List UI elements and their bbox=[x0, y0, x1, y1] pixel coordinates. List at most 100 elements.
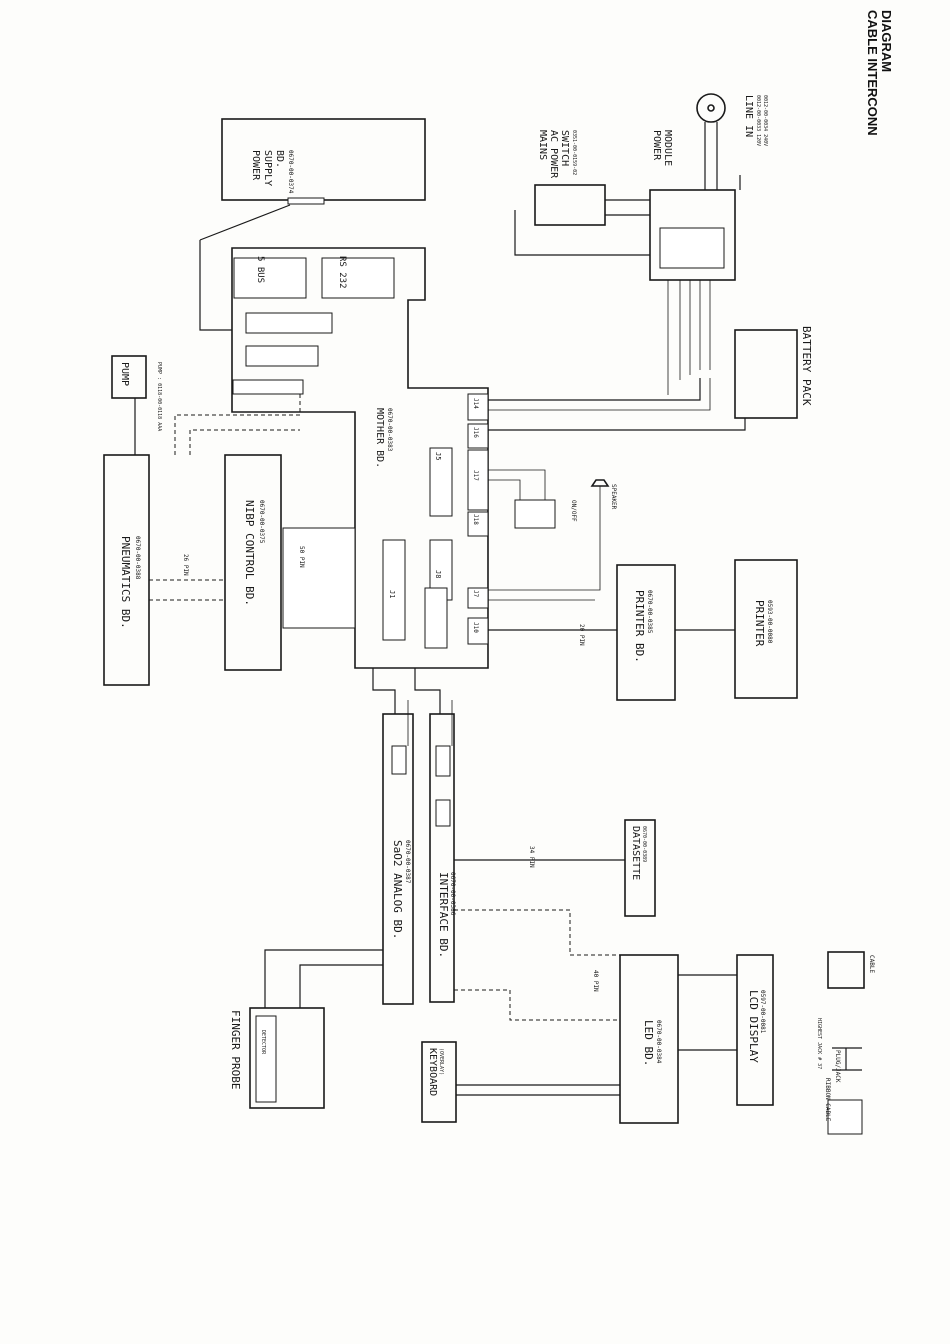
mains-label-3: SWITCH bbox=[559, 130, 570, 166]
line-in-plug bbox=[696, 93, 726, 123]
connector-j11 bbox=[245, 345, 319, 367]
interface-connector-p3 bbox=[435, 799, 451, 827]
led-board bbox=[619, 954, 679, 1124]
speaker-wires bbox=[488, 486, 601, 601]
printer-label: PRINTER bbox=[753, 600, 766, 647]
nibp-label: NIBP CONTROL BD. bbox=[243, 500, 256, 606]
connector-j9 bbox=[424, 587, 448, 649]
j10-label: J10 bbox=[472, 622, 479, 633]
mains-label-1: MAINS bbox=[537, 130, 548, 160]
diagram-title-line2: DIAGRAM bbox=[879, 10, 894, 72]
power-supply-connector bbox=[287, 197, 325, 205]
cable-label-34pin: 34 PIN bbox=[528, 846, 535, 868]
interface-label: INTERFACE BD. bbox=[437, 872, 450, 958]
connector-j2 bbox=[233, 257, 307, 299]
bus-label-2: RS 232 bbox=[337, 256, 347, 289]
lcd-display bbox=[736, 954, 774, 1106]
line-in-plug-pin bbox=[707, 104, 715, 112]
cable-label-26pin: 26 PIN bbox=[182, 554, 189, 576]
mother-board bbox=[231, 247, 489, 669]
speaker-icon bbox=[590, 479, 610, 487]
connector-j6 bbox=[245, 312, 333, 334]
printer-board bbox=[616, 564, 676, 701]
detector-element bbox=[255, 1015, 277, 1103]
line-in-pn1: 0012-00-0033 120V bbox=[755, 95, 761, 146]
nibp-control-board bbox=[224, 454, 282, 671]
sao2-analog-board bbox=[382, 713, 414, 1005]
legend: CABLE PLUG/JACK RIBBON CABLE HIGHEST JAC… bbox=[816, 951, 875, 1135]
led-lcd-cables bbox=[678, 974, 737, 1051]
legend-cable-label: CABLE bbox=[868, 955, 875, 973]
lcd-pn: 0597-00-0081 bbox=[759, 990, 766, 1034]
onoff-label: ON/OFF bbox=[570, 500, 577, 522]
battery-cable-3 bbox=[488, 378, 711, 411]
interface-board bbox=[429, 713, 455, 1003]
bus-label-1: 5 BUS bbox=[255, 256, 265, 283]
cable-label-20pin: 20 PIN bbox=[578, 624, 585, 646]
mains-pn: 0351-00-0159-02 bbox=[571, 130, 577, 175]
keyboard-led-cable bbox=[456, 1084, 620, 1096]
power-module bbox=[649, 189, 736, 281]
power-module-label-2: MODULE bbox=[662, 130, 673, 166]
mother-board-pn: 0670-00-0383 bbox=[386, 408, 393, 452]
power-supply-pn: 0670-00-0374 bbox=[287, 150, 294, 194]
legend-ribbon-symbol bbox=[827, 1099, 863, 1135]
connector-j18 bbox=[467, 511, 489, 537]
j5-label: J5 bbox=[434, 452, 442, 460]
cable-label-50pin: 50 PIN bbox=[298, 546, 305, 568]
power-module-label-1: POWER bbox=[651, 130, 662, 161]
datasette-label: DATASETTE bbox=[630, 826, 641, 880]
legend-cable-symbol bbox=[827, 951, 865, 989]
pneumatics-board bbox=[103, 454, 150, 686]
diagram-title-line1: CABLE INTERCONN bbox=[865, 10, 880, 136]
keyboard-block bbox=[421, 1041, 457, 1123]
led-board-label: LED BD. bbox=[642, 1020, 655, 1066]
j17-label: J17 bbox=[472, 470, 479, 481]
keyboard-label: KEYBOARD bbox=[427, 1048, 438, 1096]
finger-probe-label: FINGER PROBE bbox=[229, 1010, 242, 1089]
interface-connector-p2 bbox=[435, 745, 451, 777]
probe-sao2-cable bbox=[264, 949, 383, 1008]
connector-j1 bbox=[382, 539, 406, 641]
mains-label-2: AC POWER bbox=[548, 130, 559, 179]
printer-board-pn: 0670-00-0385 bbox=[646, 590, 653, 634]
power-module-inner bbox=[659, 227, 725, 269]
finger-probe bbox=[249, 1007, 325, 1109]
battery-cable-1 bbox=[488, 378, 701, 401]
mains-switch bbox=[534, 184, 606, 226]
connector-j16 bbox=[467, 423, 489, 449]
pneumatics-nibp-ribbon bbox=[149, 579, 225, 601]
sao2-label: SaO2 ANALOG BD. bbox=[391, 840, 404, 939]
connector-j3 bbox=[321, 257, 395, 299]
datasette-block bbox=[624, 819, 656, 917]
keyboard-sub: (OVERLAY) bbox=[438, 1048, 444, 1075]
onoff-wires bbox=[488, 469, 546, 500]
printer-board-label: PRINTER BD. bbox=[633, 590, 646, 663]
j8-label: J8 bbox=[434, 570, 442, 578]
battery-pack bbox=[734, 329, 798, 419]
connector-j10 bbox=[467, 617, 489, 645]
j16-label: J16 bbox=[472, 427, 479, 438]
connector-j13 bbox=[232, 379, 304, 395]
led-board-pn: 0670-00-0384 bbox=[655, 1020, 662, 1064]
power-supply-mother-cable bbox=[199, 204, 291, 331]
battery-label: BATTERY PACK bbox=[800, 326, 813, 406]
mother-board-label: MOTHER BD. bbox=[374, 408, 385, 468]
j18-label: J18 bbox=[472, 514, 479, 525]
cable-label-40pin: 40 PIN bbox=[592, 970, 599, 992]
pump-block bbox=[111, 355, 147, 399]
sao2-pn: 0670-00-0387 bbox=[404, 840, 411, 884]
pump-note: PUMP : 0118-00-0118 AAA bbox=[156, 362, 162, 431]
connector-j14 bbox=[467, 393, 489, 421]
lcd-label: LCD DISPLAY bbox=[747, 990, 760, 1063]
line-in-label: LINE IN bbox=[743, 95, 754, 137]
pump-label: PUMP bbox=[119, 362, 130, 386]
mains-wire-1 bbox=[514, 210, 650, 256]
power-module-wires bbox=[667, 280, 711, 395]
speaker-label: SPEAKER bbox=[610, 484, 617, 510]
sao2-mother-cable bbox=[372, 668, 396, 714]
connector-j7 bbox=[467, 587, 489, 609]
nibp-pn: 0670-00-0375 bbox=[258, 500, 265, 544]
